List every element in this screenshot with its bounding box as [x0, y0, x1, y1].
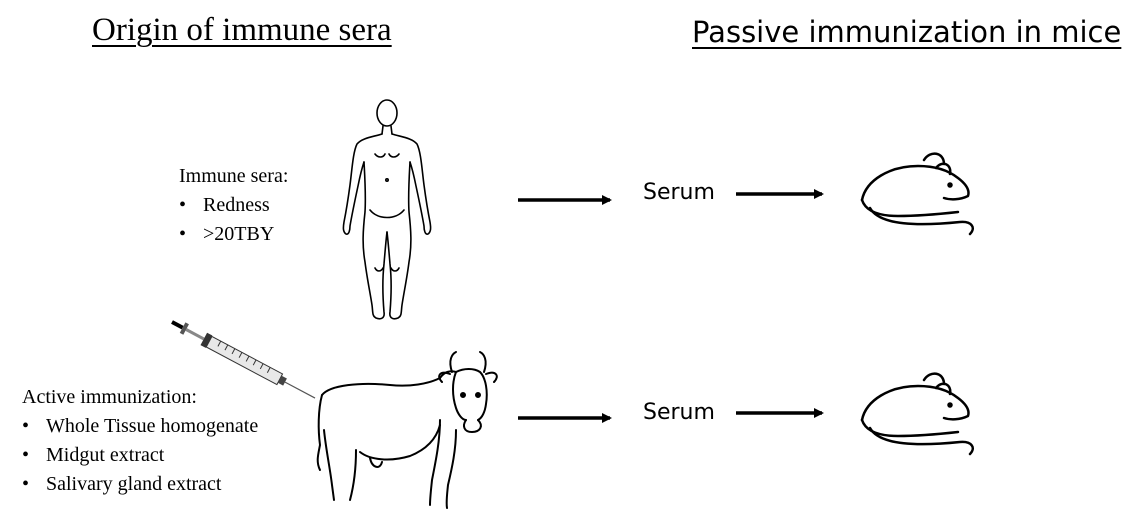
active-immunization-list: •Whole Tissue homogenate •Midgut extract… [22, 412, 258, 499]
human-sera-title: Immune sera: [179, 162, 288, 191]
active-immunization-title: Active immunization: [22, 383, 258, 412]
human-sera-list: •Redness •>20TBY [179, 191, 288, 249]
human-figure-icon [343, 100, 430, 319]
serum-label-cow: Serum [643, 400, 715, 425]
mouse-icon [862, 154, 973, 234]
list-item: •Salivary gland extract [22, 470, 258, 499]
human-sera-block: Immune sera: •Redness •>20TBY [179, 162, 288, 249]
serum-label-human: Serum [643, 180, 715, 205]
list-item: •>20TBY [179, 220, 288, 249]
list-item: •Whole Tissue homogenate [22, 412, 258, 441]
list-item: •Midgut extract [22, 441, 258, 470]
active-immunization-block: Active immunization: •Whole Tissue homog… [22, 383, 258, 499]
list-item: •Redness [179, 191, 288, 220]
cow-icon [318, 352, 497, 508]
mouse-icon [862, 374, 973, 454]
